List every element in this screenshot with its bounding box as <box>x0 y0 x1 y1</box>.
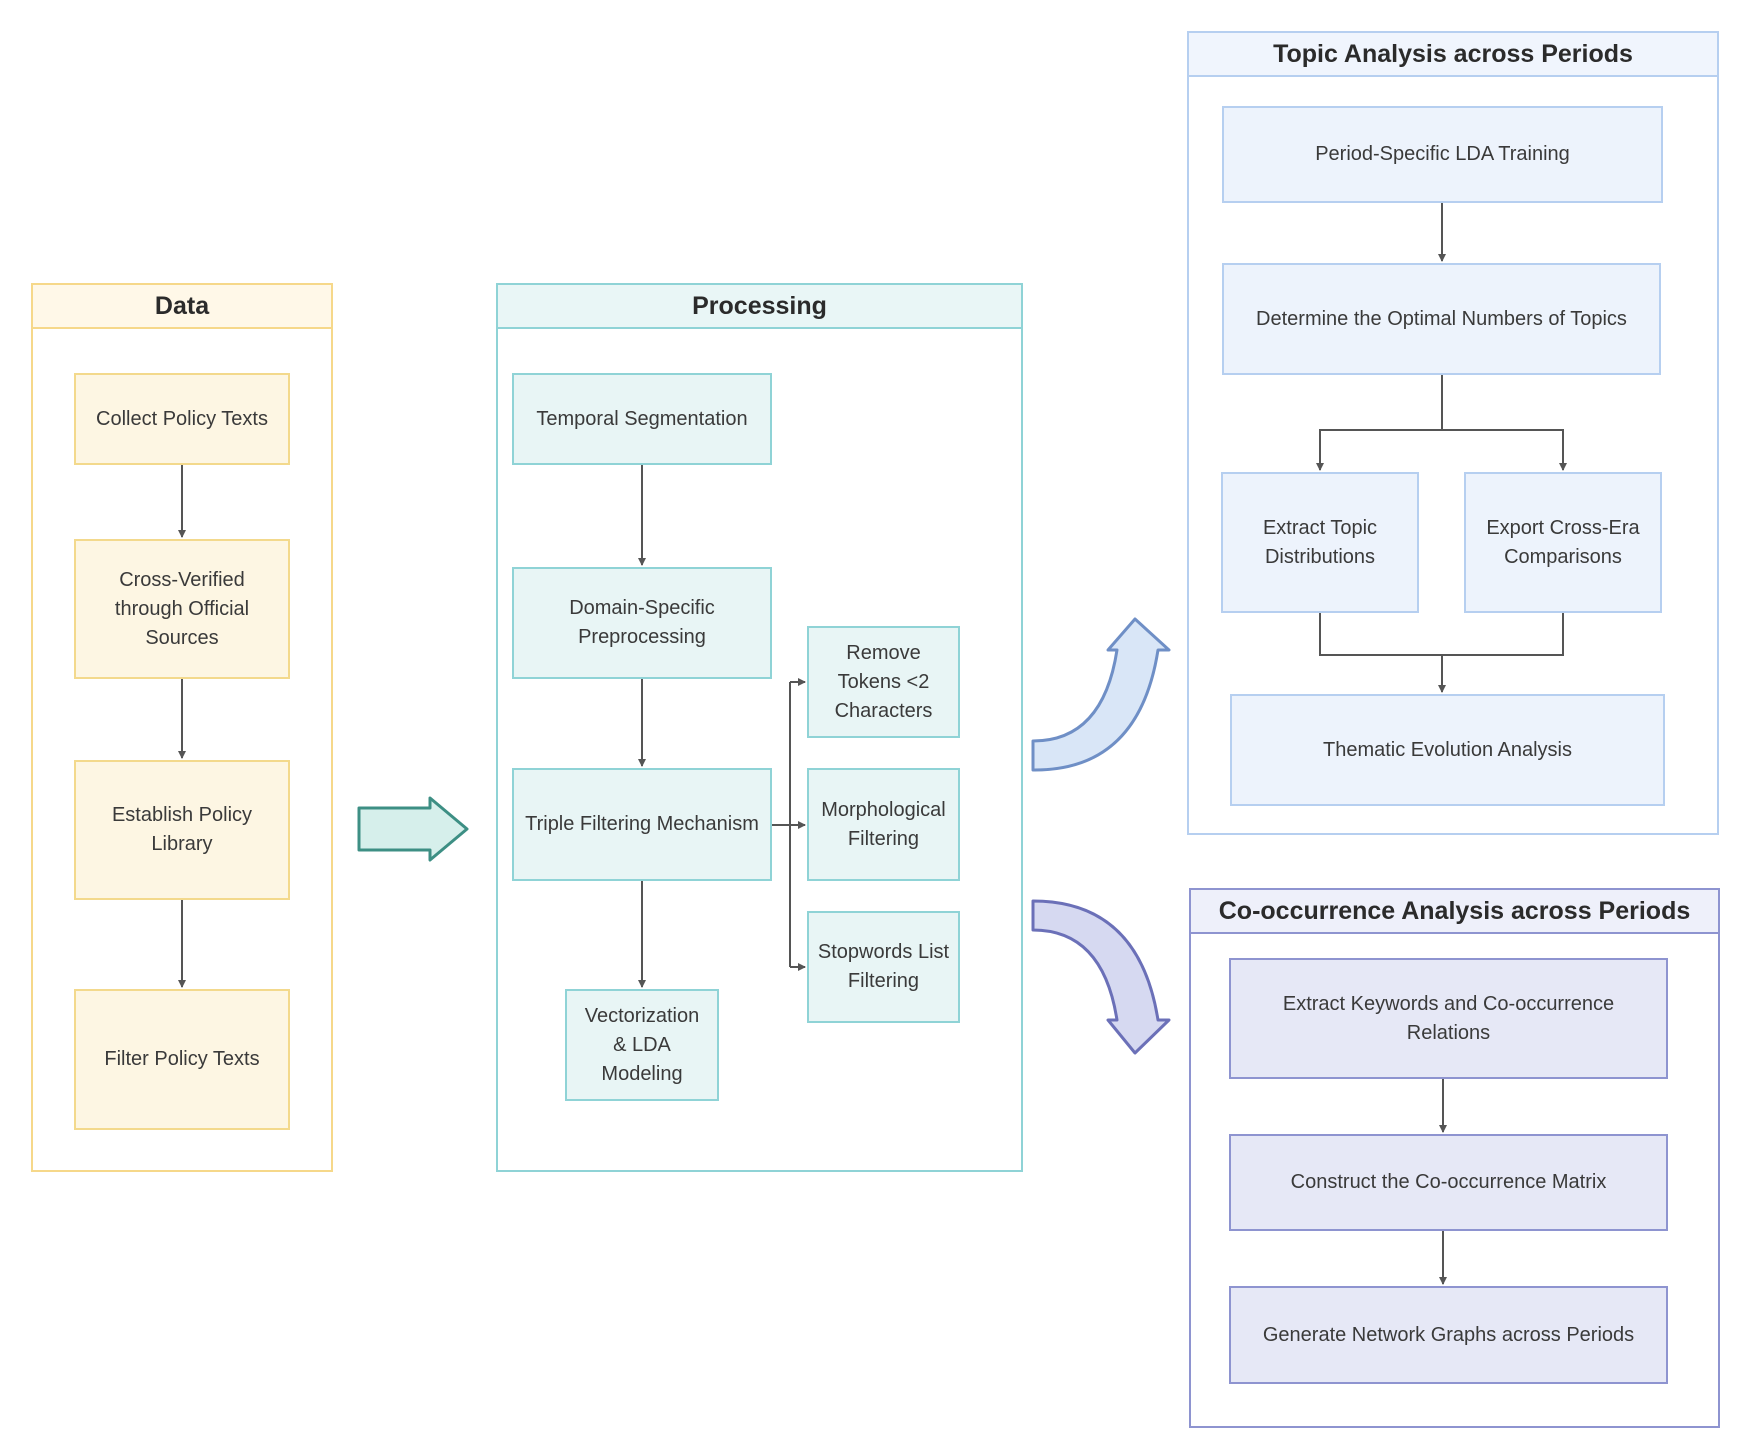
cooccurrence-analysis-panel-title: Co-occurrence Analysis across Periods <box>1191 890 1718 934</box>
data-to-processing-arrow-icon <box>357 796 469 862</box>
stopwords-list-filtering-box: Stopwords List Filtering <box>807 911 960 1023</box>
optimal-topic-number-box: Determine the Optimal Numbers of Topics <box>1222 263 1661 375</box>
data-panel: Data <box>31 283 333 1172</box>
processing-to-cooccurrence-arrow-icon <box>1031 899 1171 1055</box>
flow-connectors <box>178 203 1567 1285</box>
arrow-optimal-to-extract <box>1316 375 1443 471</box>
topic-analysis-panel-title: Topic Analysis across Periods <box>1189 33 1717 77</box>
temporal-segmentation-box: Temporal Segmentation <box>512 373 772 465</box>
period-lda-training-box: Period-Specific LDA Training <box>1222 106 1663 203</box>
generate-network-graphs-box: Generate Network Graphs across Periods <box>1229 1286 1668 1384</box>
export-cross-era-comparisons-box: Export Cross-Era Comparisons <box>1464 472 1662 613</box>
domain-specific-preprocessing-box: Domain-Specific Preprocessing <box>512 567 772 679</box>
processing-panel: Processing <box>496 283 1023 1172</box>
data-panel-title: Data <box>33 285 331 329</box>
vectorization-lda-modeling-box: Vectorization & LDA Modeling <box>565 989 719 1101</box>
processing-to-topic-arrow-icon <box>1031 617 1171 772</box>
remove-short-tokens-box: Remove Tokens <2 Characters <box>807 626 960 738</box>
extract-topic-distributions-box: Extract Topic Distributions <box>1221 472 1419 613</box>
cross-verified-box: Cross-Verified through Official Sources <box>74 539 290 679</box>
triple-filtering-mechanism-box: Triple Filtering Mechanism <box>512 768 772 881</box>
morphological-filtering-box: Morphological Filtering <box>807 768 960 881</box>
arrow-optimal-to-export <box>1442 429 1567 471</box>
construct-cooccurrence-matrix-box: Construct the Co-occurrence Matrix <box>1229 1134 1668 1231</box>
merge-connector <box>1319 613 1564 656</box>
extract-keywords-relations-box: Extract Keywords and Co-occurrence Relat… <box>1229 958 1668 1079</box>
processing-panel-title: Processing <box>498 285 1021 329</box>
cooccurrence-analysis-panel: Co-occurrence Analysis across Periods <box>1189 888 1720 1428</box>
establish-policy-library-box: Establish Policy Library <box>74 760 290 900</box>
collect-policy-texts-box: Collect Policy Texts <box>74 373 290 465</box>
topic-analysis-panel: Topic Analysis across Periods <box>1187 31 1719 835</box>
filter-policy-texts-box: Filter Policy Texts <box>74 989 290 1130</box>
thematic-evolution-analysis-box: Thematic Evolution Analysis <box>1230 694 1665 806</box>
